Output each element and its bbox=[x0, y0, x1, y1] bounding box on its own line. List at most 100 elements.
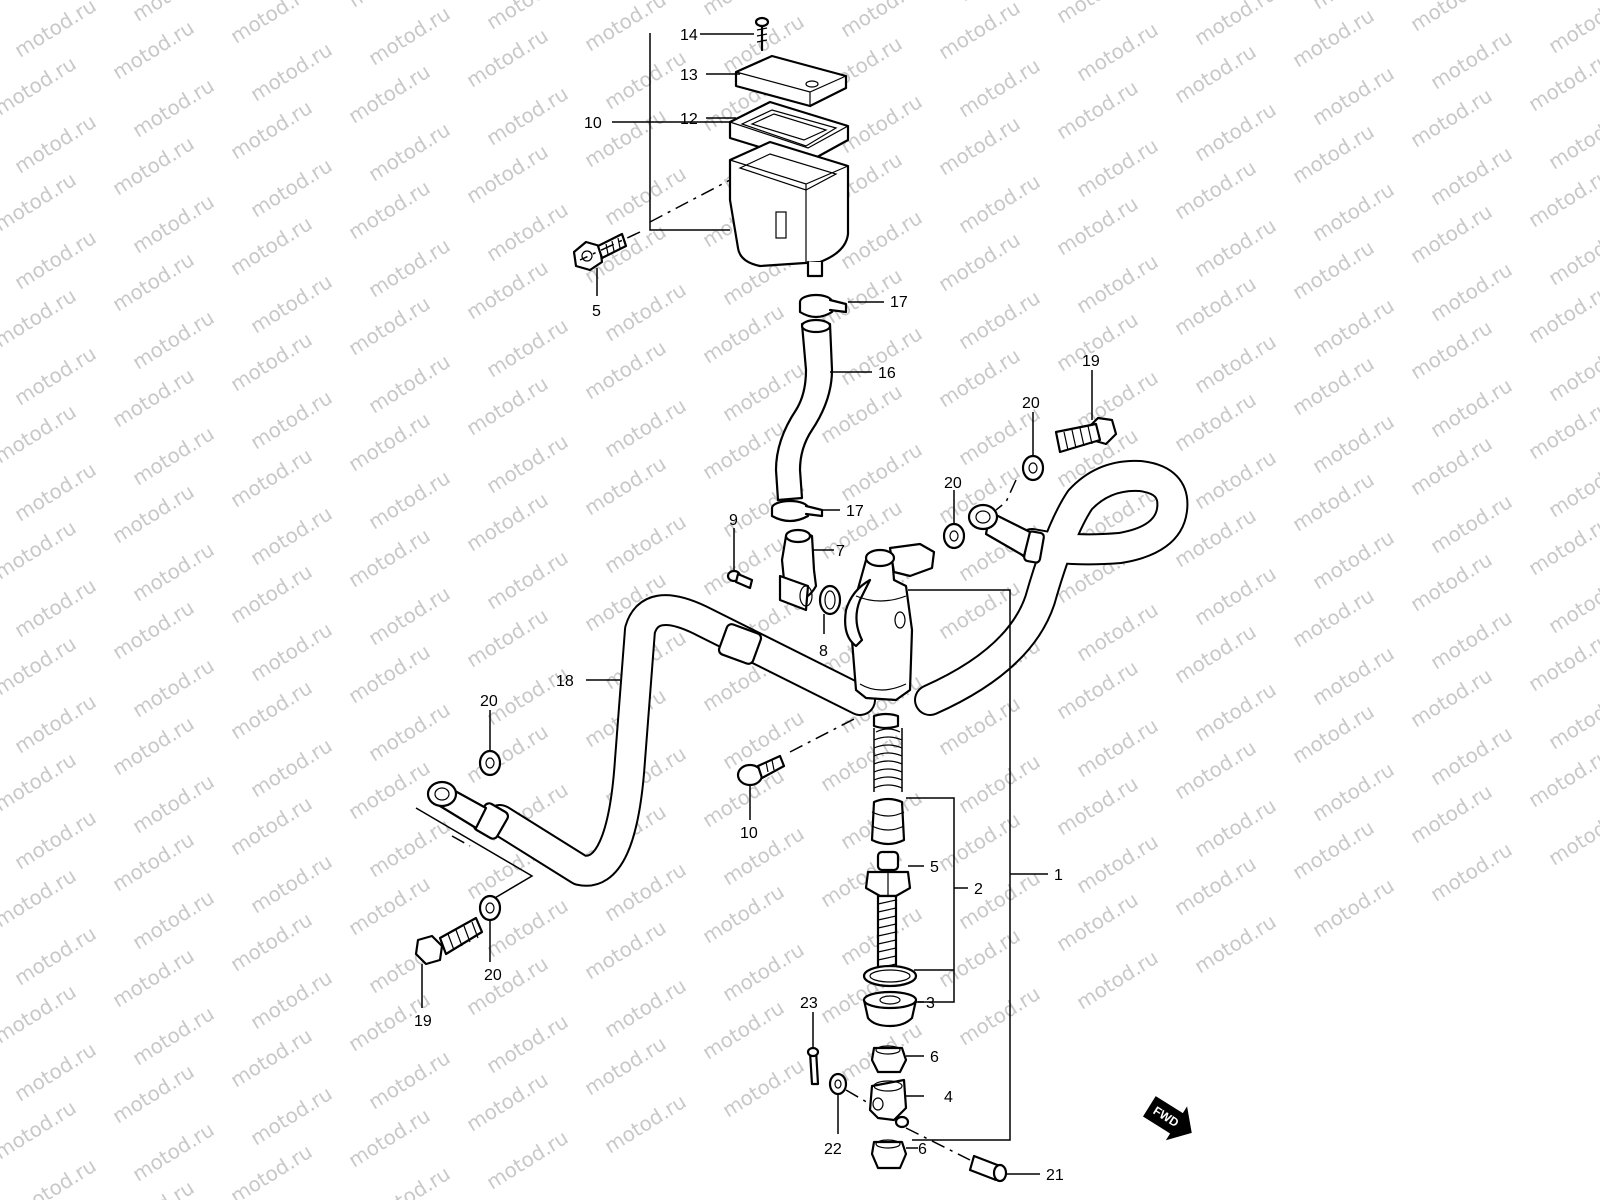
watermark-text: motod.ru bbox=[934, 227, 1025, 296]
watermark-text: motod.ru bbox=[344, 407, 435, 476]
watermark-text: motod.ru bbox=[1406, 0, 1497, 36]
watermark-text: motod.ru bbox=[128, 537, 219, 606]
callout-23: 23 bbox=[800, 995, 818, 1012]
clevis-pin-21 bbox=[968, 1154, 1008, 1183]
watermark-text: motod.ru bbox=[226, 791, 317, 860]
watermark-text: motod.ru bbox=[1288, 583, 1379, 652]
bolt-5-reservoir bbox=[572, 232, 628, 272]
watermark-text: motod.ru bbox=[246, 153, 337, 222]
watermark-text: motod.ru bbox=[1052, 771, 1143, 840]
watermark-text: motod.ru bbox=[1288, 351, 1379, 420]
watermark-text: motod.ru bbox=[1426, 721, 1517, 790]
watermark-text: motod.ru bbox=[718, 1053, 809, 1122]
callout-7: 7 bbox=[836, 543, 845, 560]
watermark-text: motod.ru bbox=[462, 719, 553, 788]
watermark-text: motod.ru bbox=[462, 603, 553, 672]
watermark-text: motod.ru bbox=[1170, 735, 1261, 804]
callout-5-nut: 5 bbox=[930, 859, 939, 876]
watermark-text: motod.ru bbox=[364, 697, 455, 766]
watermark-text: motod.ru bbox=[1544, 337, 1600, 406]
watermark-text: motod.ru bbox=[1406, 431, 1497, 500]
watermark-text: motod.ru bbox=[1406, 547, 1497, 616]
hose-clamp-17-upper bbox=[798, 293, 848, 319]
watermark-text: motod.ru bbox=[600, 393, 691, 462]
watermark-text: motod.ru bbox=[226, 1139, 317, 1200]
callout-6-upper: 6 bbox=[930, 1049, 939, 1066]
watermark-text: motod.ru bbox=[1308, 873, 1399, 942]
watermark-text: motod.ru bbox=[10, 0, 101, 62]
leader-lines bbox=[421, 33, 1093, 1175]
washer-20-left-b bbox=[478, 894, 502, 922]
watermark-text: motod.ru bbox=[108, 1175, 199, 1200]
watermark-text: motod.ru bbox=[1524, 47, 1600, 116]
watermark-text: motod.ru bbox=[1426, 257, 1517, 326]
watermark-text: motod.ru bbox=[1544, 569, 1600, 638]
callout-21: 21 bbox=[1046, 1167, 1064, 1184]
callout-6-lower: 6 bbox=[918, 1141, 927, 1158]
rear-brake-hose-18 bbox=[426, 594, 876, 887]
piston-assembly-2 bbox=[862, 797, 918, 988]
cotter-pin-23 bbox=[806, 1046, 820, 1086]
watermark-text: motod.ru bbox=[128, 73, 219, 142]
watermark-text: motod.ru bbox=[954, 169, 1045, 238]
watermark-text: motod.ru bbox=[1426, 489, 1517, 558]
watermark-text: motod.ru bbox=[10, 1037, 101, 1106]
watermark-text: motod.ru bbox=[698, 299, 789, 368]
watermark-text: motod.ru bbox=[10, 109, 101, 178]
callout-13: 13 bbox=[680, 67, 698, 84]
watermark-text: motod.ru bbox=[108, 479, 199, 548]
watermark-text: motod.ru bbox=[482, 0, 573, 34]
reservoir-assembly bbox=[572, 16, 850, 278]
watermark-text: motod.ru bbox=[128, 1001, 219, 1070]
watermark-text: motod.ru bbox=[128, 421, 219, 490]
watermark-text: motod.ru bbox=[1288, 119, 1379, 188]
watermark-text: motod.ru bbox=[954, 981, 1045, 1050]
watermark-text: motod.ru bbox=[1190, 561, 1281, 630]
watermark-text: motod.ru bbox=[1406, 83, 1497, 152]
rear-brake-hose-right bbox=[914, 459, 1189, 716]
callout-22: 22 bbox=[824, 1141, 842, 1158]
watermark-text: motod.ru bbox=[246, 965, 337, 1034]
watermark-text: motod.ru bbox=[1052, 0, 1143, 28]
watermark-text: motod.ru bbox=[698, 995, 789, 1064]
watermark-text: motod.ru bbox=[108, 595, 199, 664]
callout-17-lower: 17 bbox=[846, 503, 864, 520]
watermark-text: motod.ru bbox=[934, 111, 1025, 180]
watermark-text: motod.ru bbox=[10, 457, 101, 526]
watermark-text: motod.ru bbox=[1052, 887, 1143, 956]
watermark-text: motod.ru bbox=[0, 51, 80, 120]
watermark-text: motod.ru bbox=[698, 415, 789, 484]
callout-1: 1 bbox=[1054, 867, 1063, 884]
watermark-text: motod.ru bbox=[0, 747, 80, 816]
watermark-text: motod.ru bbox=[718, 937, 809, 1006]
watermark-text: motod.ru bbox=[1072, 133, 1163, 202]
watermark-text: motod.ru bbox=[226, 211, 317, 280]
watermark-text: motod.ru bbox=[580, 451, 671, 520]
watermark-text: motod.ru bbox=[1072, 829, 1163, 898]
callout-9: 9 bbox=[729, 512, 738, 529]
watermark-text: motod.ru bbox=[1072, 249, 1163, 318]
watermark-text: motod.ru bbox=[246, 385, 337, 454]
watermark-text: motod.ru bbox=[580, 915, 671, 984]
reservoir-body bbox=[728, 140, 850, 278]
watermark-text: motod.ru bbox=[1524, 279, 1600, 348]
watermark-text: motod.ru bbox=[954, 749, 1045, 818]
watermark-text: motod.ru bbox=[0, 863, 80, 932]
reservoir-hose-16 bbox=[774, 318, 834, 502]
watermark-text: motod.ru bbox=[1190, 329, 1281, 398]
watermark-text: motod.ru bbox=[344, 639, 435, 708]
master-cylinder-body bbox=[844, 542, 936, 702]
callout-19-right: 19 bbox=[1082, 353, 1100, 370]
dust-boot-3 bbox=[862, 990, 918, 1028]
watermark-text: motod.ru bbox=[1052, 191, 1143, 260]
watermark-text: motod.ru bbox=[934, 923, 1025, 992]
watermark-text: motod.ru bbox=[1544, 685, 1600, 754]
watermark-text: motod.ru bbox=[364, 117, 455, 186]
watermark-text: motod.ru bbox=[836, 0, 927, 42]
callout-10-mount: 10 bbox=[740, 825, 758, 842]
callout-20-left-a: 20 bbox=[480, 693, 498, 710]
watermark-text: motod.ru bbox=[364, 1161, 455, 1200]
screw-9 bbox=[726, 569, 754, 590]
banjo-bolt-19-left bbox=[414, 916, 484, 966]
watermark-text: motod.ru bbox=[364, 465, 455, 534]
